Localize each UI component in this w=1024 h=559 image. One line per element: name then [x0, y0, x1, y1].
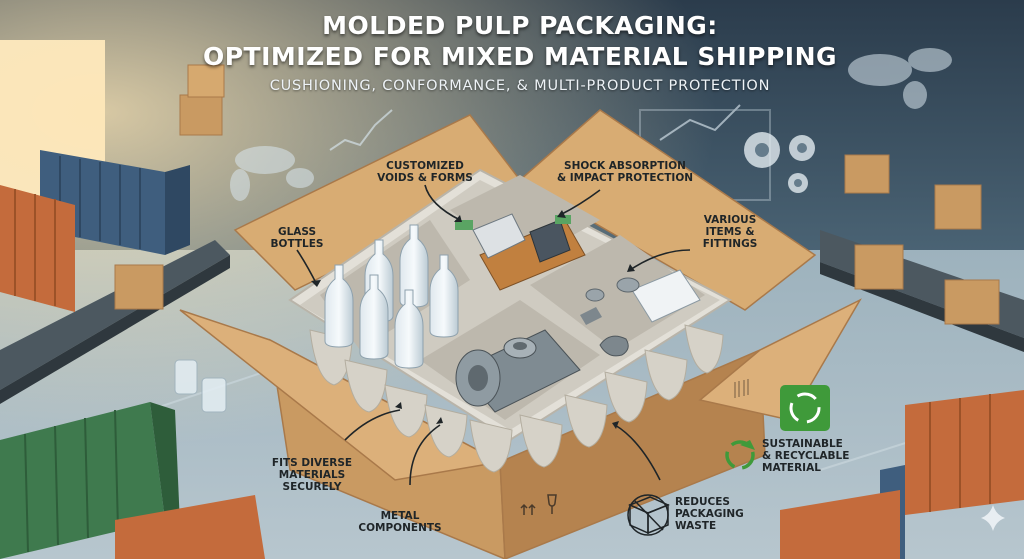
electronic-boards — [455, 213, 586, 291]
fragile-glass-icon — [547, 494, 557, 514]
background-boxes — [114, 64, 1000, 325]
recycle-icon — [725, 385, 830, 470]
this-way-up-icon — [520, 503, 536, 515]
shipping-container-orange-left — [0, 185, 75, 312]
cardboard-box — [179, 109, 862, 559]
left-conveyor — [0, 240, 230, 404]
shipping-container-orange-bottom — [115, 495, 265, 559]
glass-bottles — [324, 224, 459, 369]
metal-component — [455, 329, 581, 413]
world-map-icon — [230, 48, 952, 201]
small-jars — [174, 359, 227, 413]
various-fittings — [580, 269, 701, 357]
reduces-waste-icon — [627, 494, 670, 536]
sparkle-icon — [981, 505, 1005, 531]
shipping-container-orange-right — [780, 390, 1024, 559]
gear-icon — [744, 132, 815, 193]
